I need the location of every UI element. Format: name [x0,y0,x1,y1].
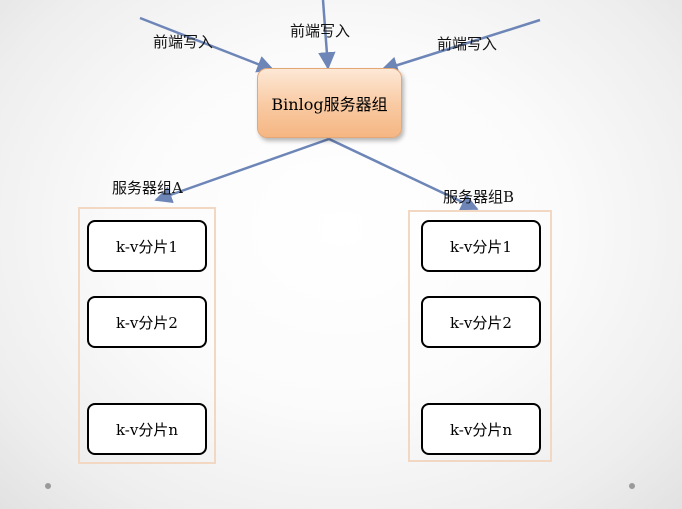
group-b-title: 服务器组B [443,188,515,206]
shard-label: k-v分片2 [450,313,512,332]
group-b-shard-1: k-v分片1 [421,220,541,272]
group-a-shard-2: k-v分片2 [87,296,207,348]
slide-corner-dot-right [629,483,635,489]
server-group-b [408,210,552,462]
group-a-title: 服务器组A [112,179,183,197]
writer-label-right: 前端写入 [437,35,498,53]
shard-label: k-v分片n [449,420,513,439]
writer-label-left: 前端写入 [153,33,214,51]
shard-label: k-v分片2 [116,313,178,332]
shard-label: k-v分片1 [116,237,178,256]
group-a-shard-1: k-v分片1 [87,220,207,272]
binlog-server-group-node: Binlog服务器组 [257,68,402,138]
group-b-shard-n: k-v分片n [421,403,541,455]
writer-label-center: 前端写入 [290,22,351,40]
slide-corner-dot-left [45,483,51,489]
group-b-shard-2: k-v分片2 [421,296,541,348]
shard-label: k-v分片1 [450,237,512,256]
group-a-shard-n: k-v分片n [87,403,207,455]
server-group-a [78,207,216,464]
shard-label: k-v分片n [115,420,179,439]
binlog-node-label: Binlog服务器组 [271,95,388,114]
